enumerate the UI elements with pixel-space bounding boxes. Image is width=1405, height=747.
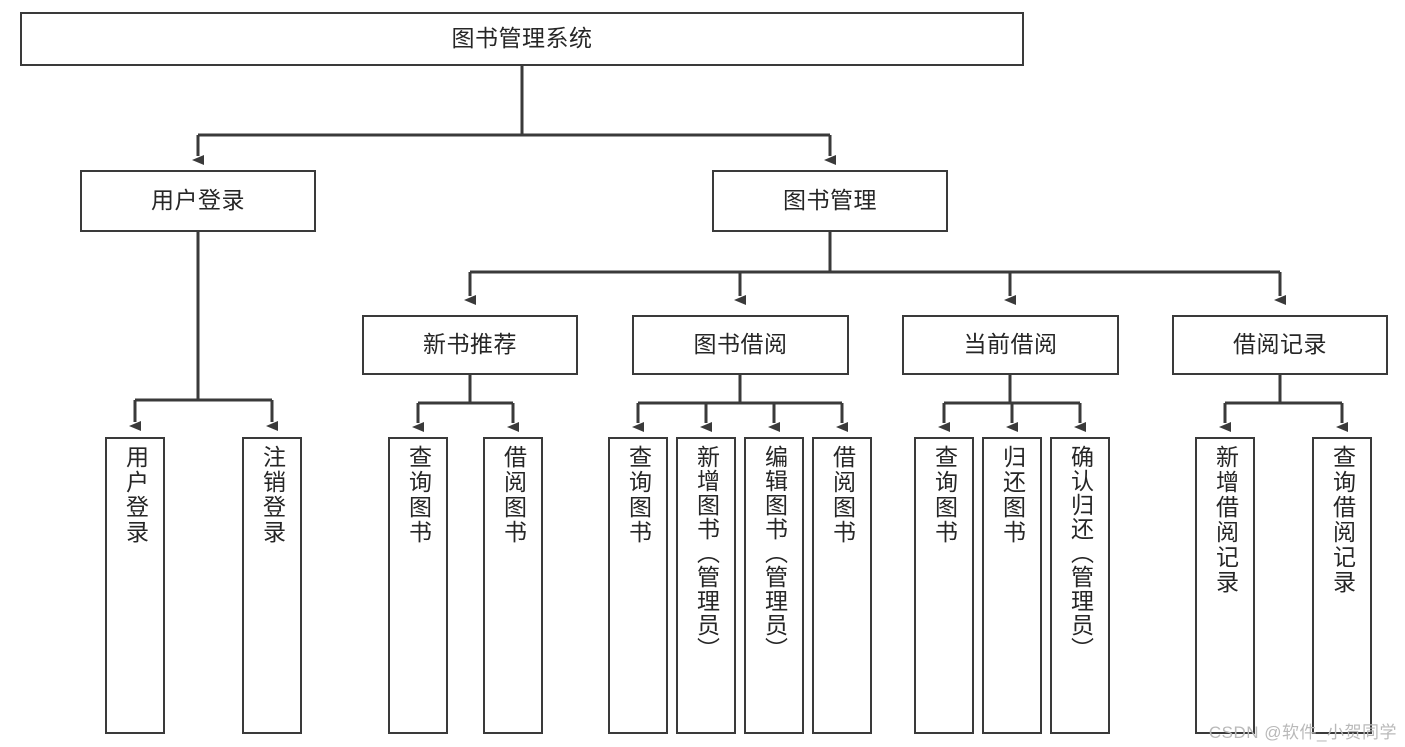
node-book-borrow-label: 图书借阅: [693, 331, 788, 358]
node-leaf-add-book[interactable]: 新增图书（管理员）: [676, 437, 736, 734]
node-new-book-recommend[interactable]: 新书推荐: [362, 315, 578, 375]
node-root-system[interactable]: 图书管理系统: [20, 12, 1024, 66]
node-leaf-query-borrow-record[interactable]: 查询借阅记录: [1312, 437, 1372, 734]
node-leaf-borrow-book[interactable]: 借阅图书: [812, 437, 872, 734]
node-leaf-return-book-label: 归还图书: [999, 445, 1026, 545]
node-leaf-return-book[interactable]: 归还图书: [982, 437, 1042, 734]
node-leaf-query-book-borrow[interactable]: 查询图书: [608, 437, 668, 734]
node-leaf-query-book-current[interactable]: 查询图书: [914, 437, 974, 734]
node-leaf-user-login-label: 用户登录: [122, 445, 149, 545]
node-borrow-record[interactable]: 借阅记录: [1172, 315, 1388, 375]
node-current-borrow-label: 当前借阅: [963, 331, 1058, 358]
node-leaf-borrow-book-recommend[interactable]: 借阅图书: [483, 437, 543, 734]
node-leaf-borrow-book-label: 借阅图书: [829, 445, 856, 545]
node-leaf-borrow-book-recommend-label: 借阅图书: [500, 445, 527, 545]
node-borrow-record-label: 借阅记录: [1233, 331, 1327, 358]
node-leaf-query-book-current-label: 查询图书: [931, 445, 958, 545]
node-leaf-query-book-recommend[interactable]: 查询图书: [388, 437, 448, 734]
node-leaf-confirm-return[interactable]: 确认归还（管理员）: [1050, 437, 1110, 734]
node-new-book-recommend-label: 新书推荐: [423, 331, 517, 358]
node-leaf-add-borrow-record[interactable]: 新增借阅记录: [1195, 437, 1255, 734]
node-leaf-add-book-label: 新增图书（管理员）: [693, 445, 720, 661]
node-leaf-add-borrow-record-label: 新增借阅记录: [1212, 445, 1239, 595]
node-book-borrow[interactable]: 图书借阅: [632, 315, 849, 375]
watermark-text: CSDN @软件_小贺同学: [1208, 723, 1397, 742]
node-leaf-logout-label: 注销登录: [259, 445, 286, 545]
node-leaf-query-borrow-record-label: 查询借阅记录: [1329, 445, 1356, 595]
node-current-borrow[interactable]: 当前借阅: [902, 315, 1119, 375]
node-leaf-logout[interactable]: 注销登录: [242, 437, 302, 734]
node-user-login-label: 用户登录: [151, 187, 245, 214]
node-leaf-confirm-return-label: 确认归还（管理员）: [1067, 445, 1094, 661]
node-leaf-user-login[interactable]: 用户登录: [105, 437, 165, 734]
node-book-management[interactable]: 图书管理: [712, 170, 948, 232]
node-leaf-edit-book-label: 编辑图书（管理员）: [761, 445, 788, 661]
node-leaf-query-book-recommend-label: 查询图书: [405, 445, 432, 545]
node-user-login[interactable]: 用户登录: [80, 170, 316, 232]
node-book-management-label: 图书管理: [783, 187, 877, 214]
node-leaf-edit-book[interactable]: 编辑图书（管理员）: [744, 437, 804, 734]
node-leaf-query-book-borrow-label: 查询图书: [625, 445, 652, 545]
node-root-system-label: 图书管理系统: [451, 25, 593, 52]
